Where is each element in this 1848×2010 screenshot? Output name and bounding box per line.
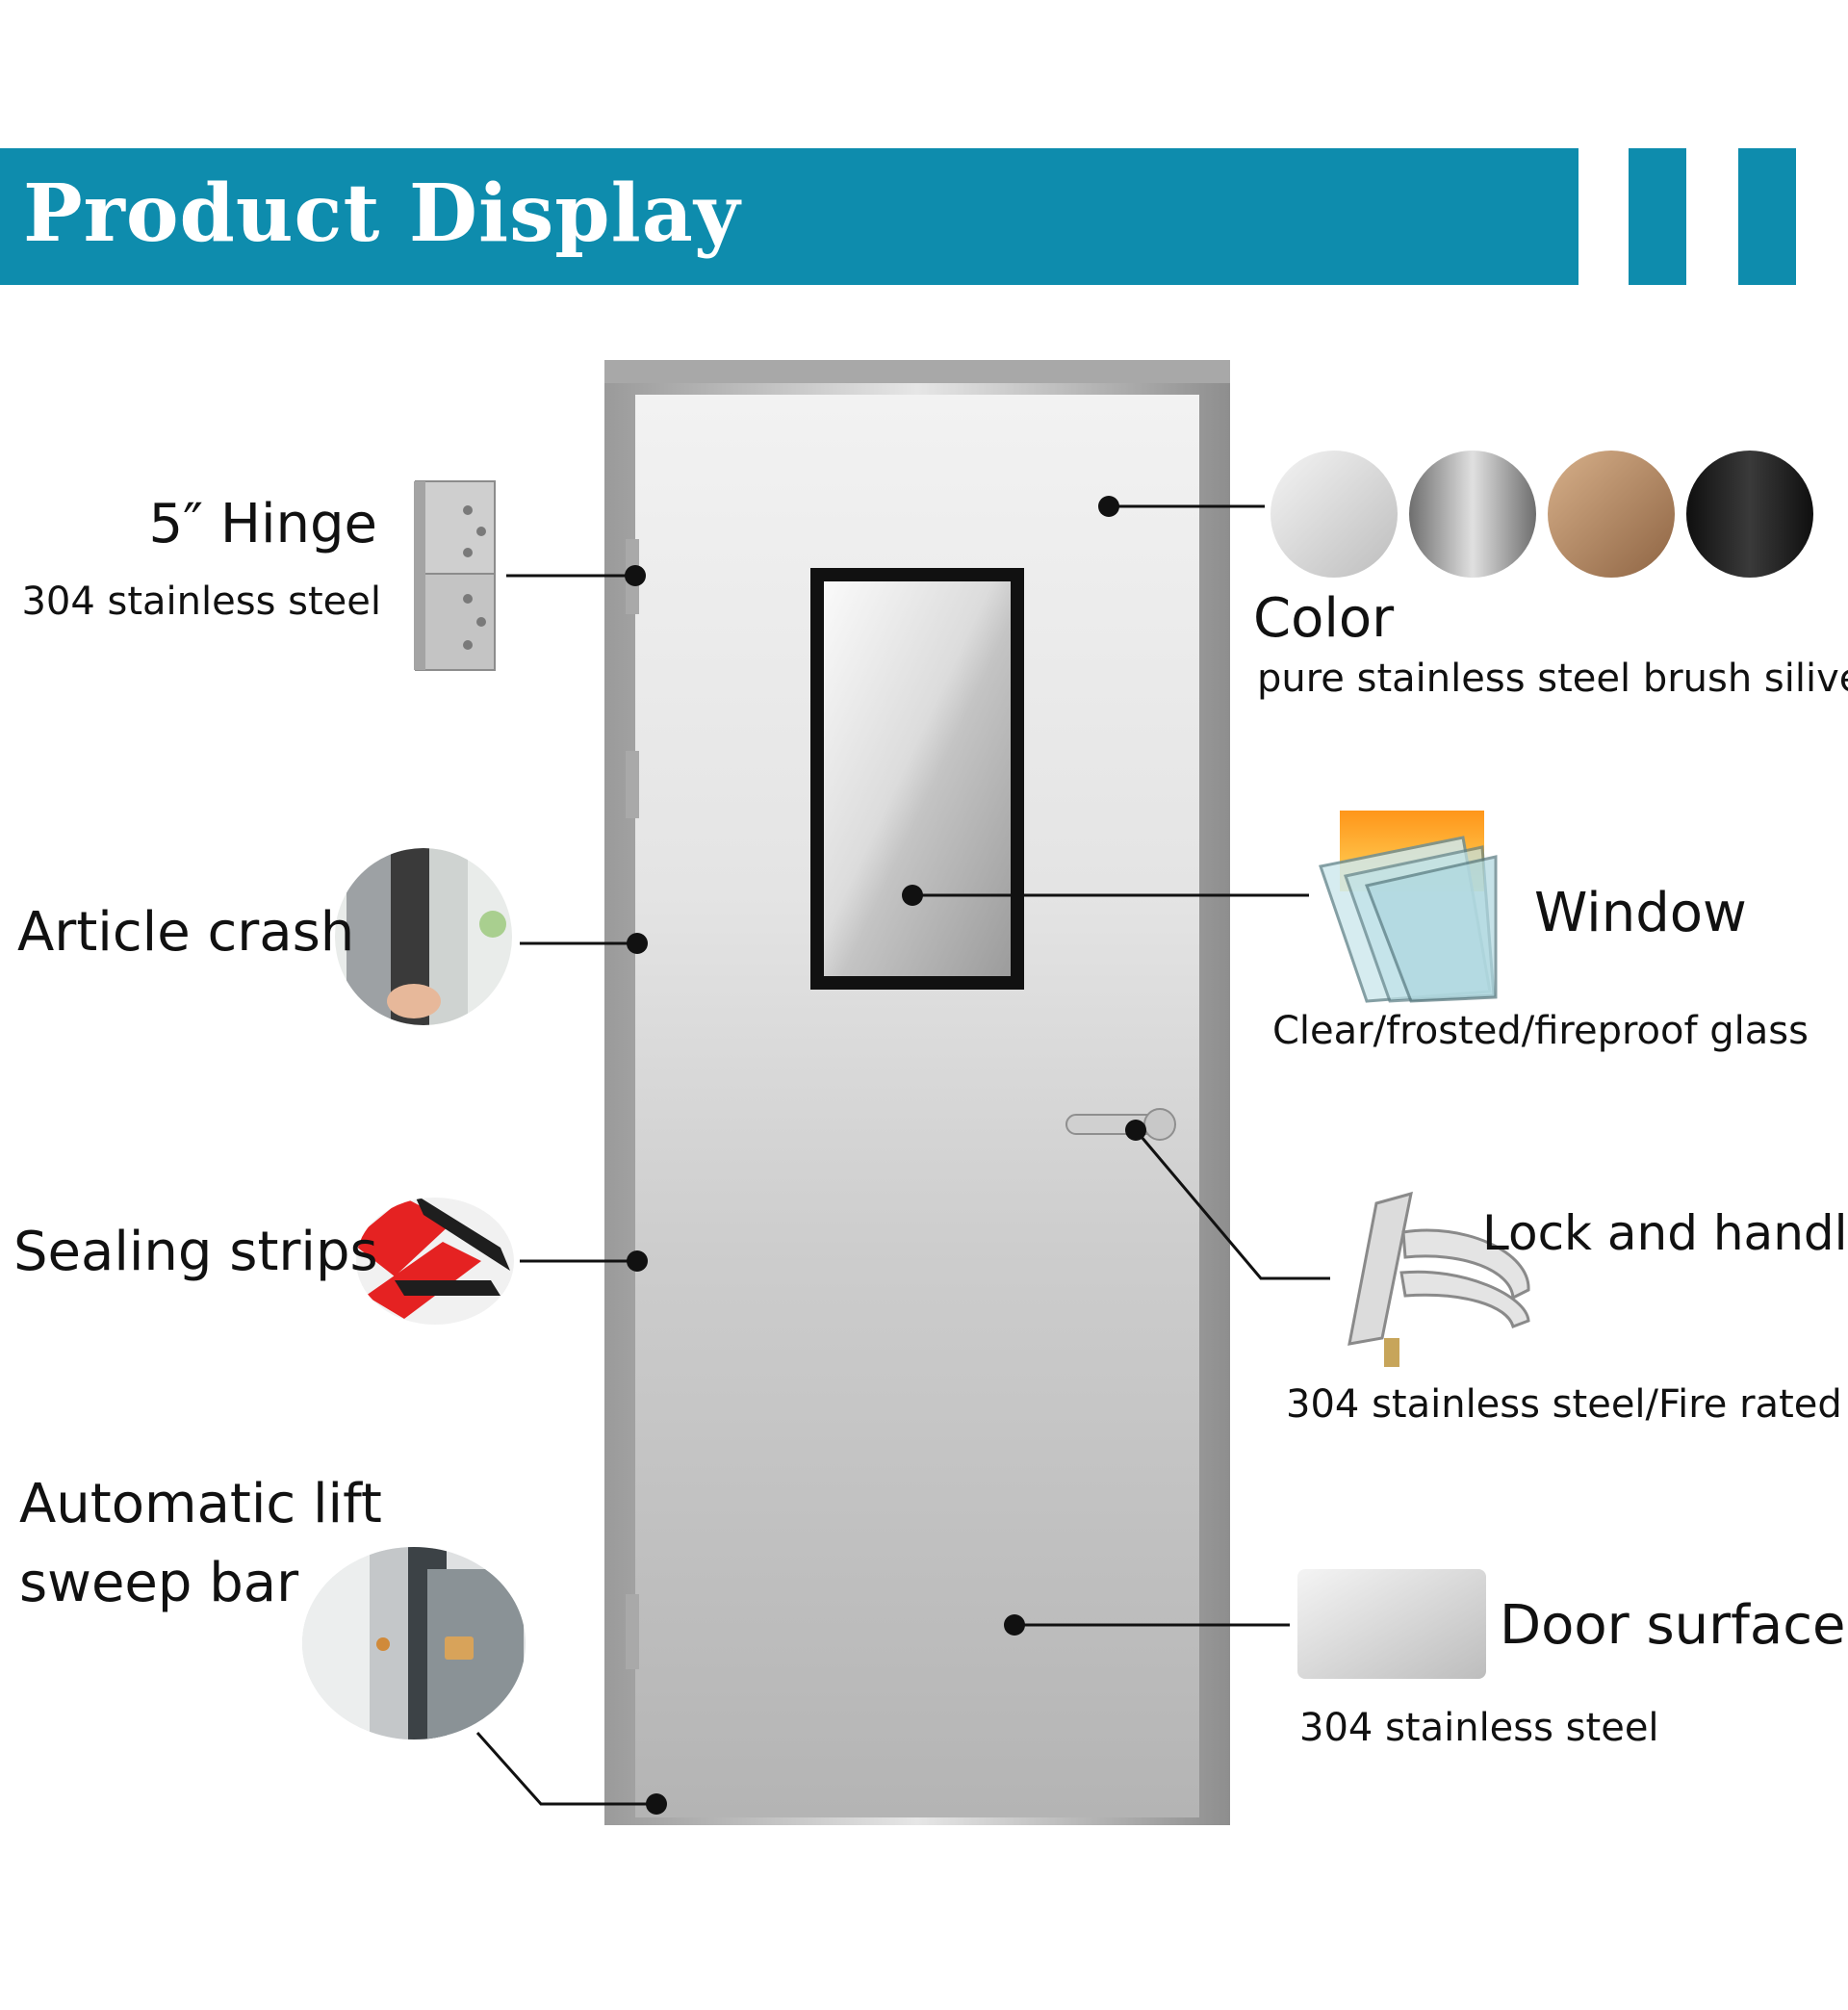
door-surface-thumbnail bbox=[1297, 1569, 1486, 1679]
page-title: Product Display bbox=[23, 168, 741, 260]
sealing-strips-thumbnail bbox=[356, 1198, 514, 1325]
window-title: Window bbox=[1534, 882, 1747, 944]
door-window bbox=[810, 568, 1024, 990]
lock-thumbnail bbox=[1348, 1191, 1530, 1367]
banner-accent-bar bbox=[1629, 148, 1686, 285]
color-swatches bbox=[1270, 451, 1813, 578]
hinge-title: 5″ Hinge bbox=[148, 493, 377, 555]
banner-accent-bar bbox=[1738, 148, 1796, 285]
sweep-bar-title-line2: sweep bar bbox=[19, 1552, 299, 1614]
color-subtitle: pure stainless steel brush siliver bbox=[1257, 657, 1848, 701]
leader-lines bbox=[475, 504, 1330, 1806]
door-handle bbox=[1065, 1108, 1176, 1141]
window-glass-thumbnail bbox=[1319, 811, 1498, 1003]
hinge-thumbnail bbox=[414, 480, 496, 671]
door-hinge bbox=[626, 1594, 639, 1669]
sealing-strips-title: Sealing strips bbox=[13, 1221, 378, 1283]
hinge-subtitle: 304 stainless steel bbox=[21, 580, 381, 624]
window-subtitle: Clear/frosted/fireproof glass bbox=[1272, 1009, 1809, 1053]
lock-title: Lock and handle bbox=[1482, 1205, 1848, 1261]
leader-dots bbox=[625, 496, 1146, 1815]
door-hinge bbox=[626, 751, 639, 818]
sweep-bar-thumbnail bbox=[302, 1547, 526, 1739]
lock-subtitle: 304 stainless steel/Fire rated bbox=[1286, 1382, 1842, 1427]
header-banner bbox=[0, 148, 1578, 285]
door-surface-subtitle: 304 stainless steel bbox=[1299, 1706, 1659, 1750]
article-crash-thumbnail bbox=[335, 848, 512, 1025]
door-surface-title: Door surface bbox=[1500, 1594, 1846, 1657]
color-title: Color bbox=[1253, 587, 1395, 650]
color-swatch-black bbox=[1686, 451, 1813, 578]
color-swatch-bronze bbox=[1548, 451, 1675, 578]
article-crash-title: Article crash bbox=[17, 901, 355, 964]
color-swatch-gray bbox=[1409, 451, 1536, 578]
sweep-bar-title-line1: Automatic lift bbox=[19, 1473, 382, 1535]
color-swatch-silver bbox=[1270, 451, 1398, 578]
